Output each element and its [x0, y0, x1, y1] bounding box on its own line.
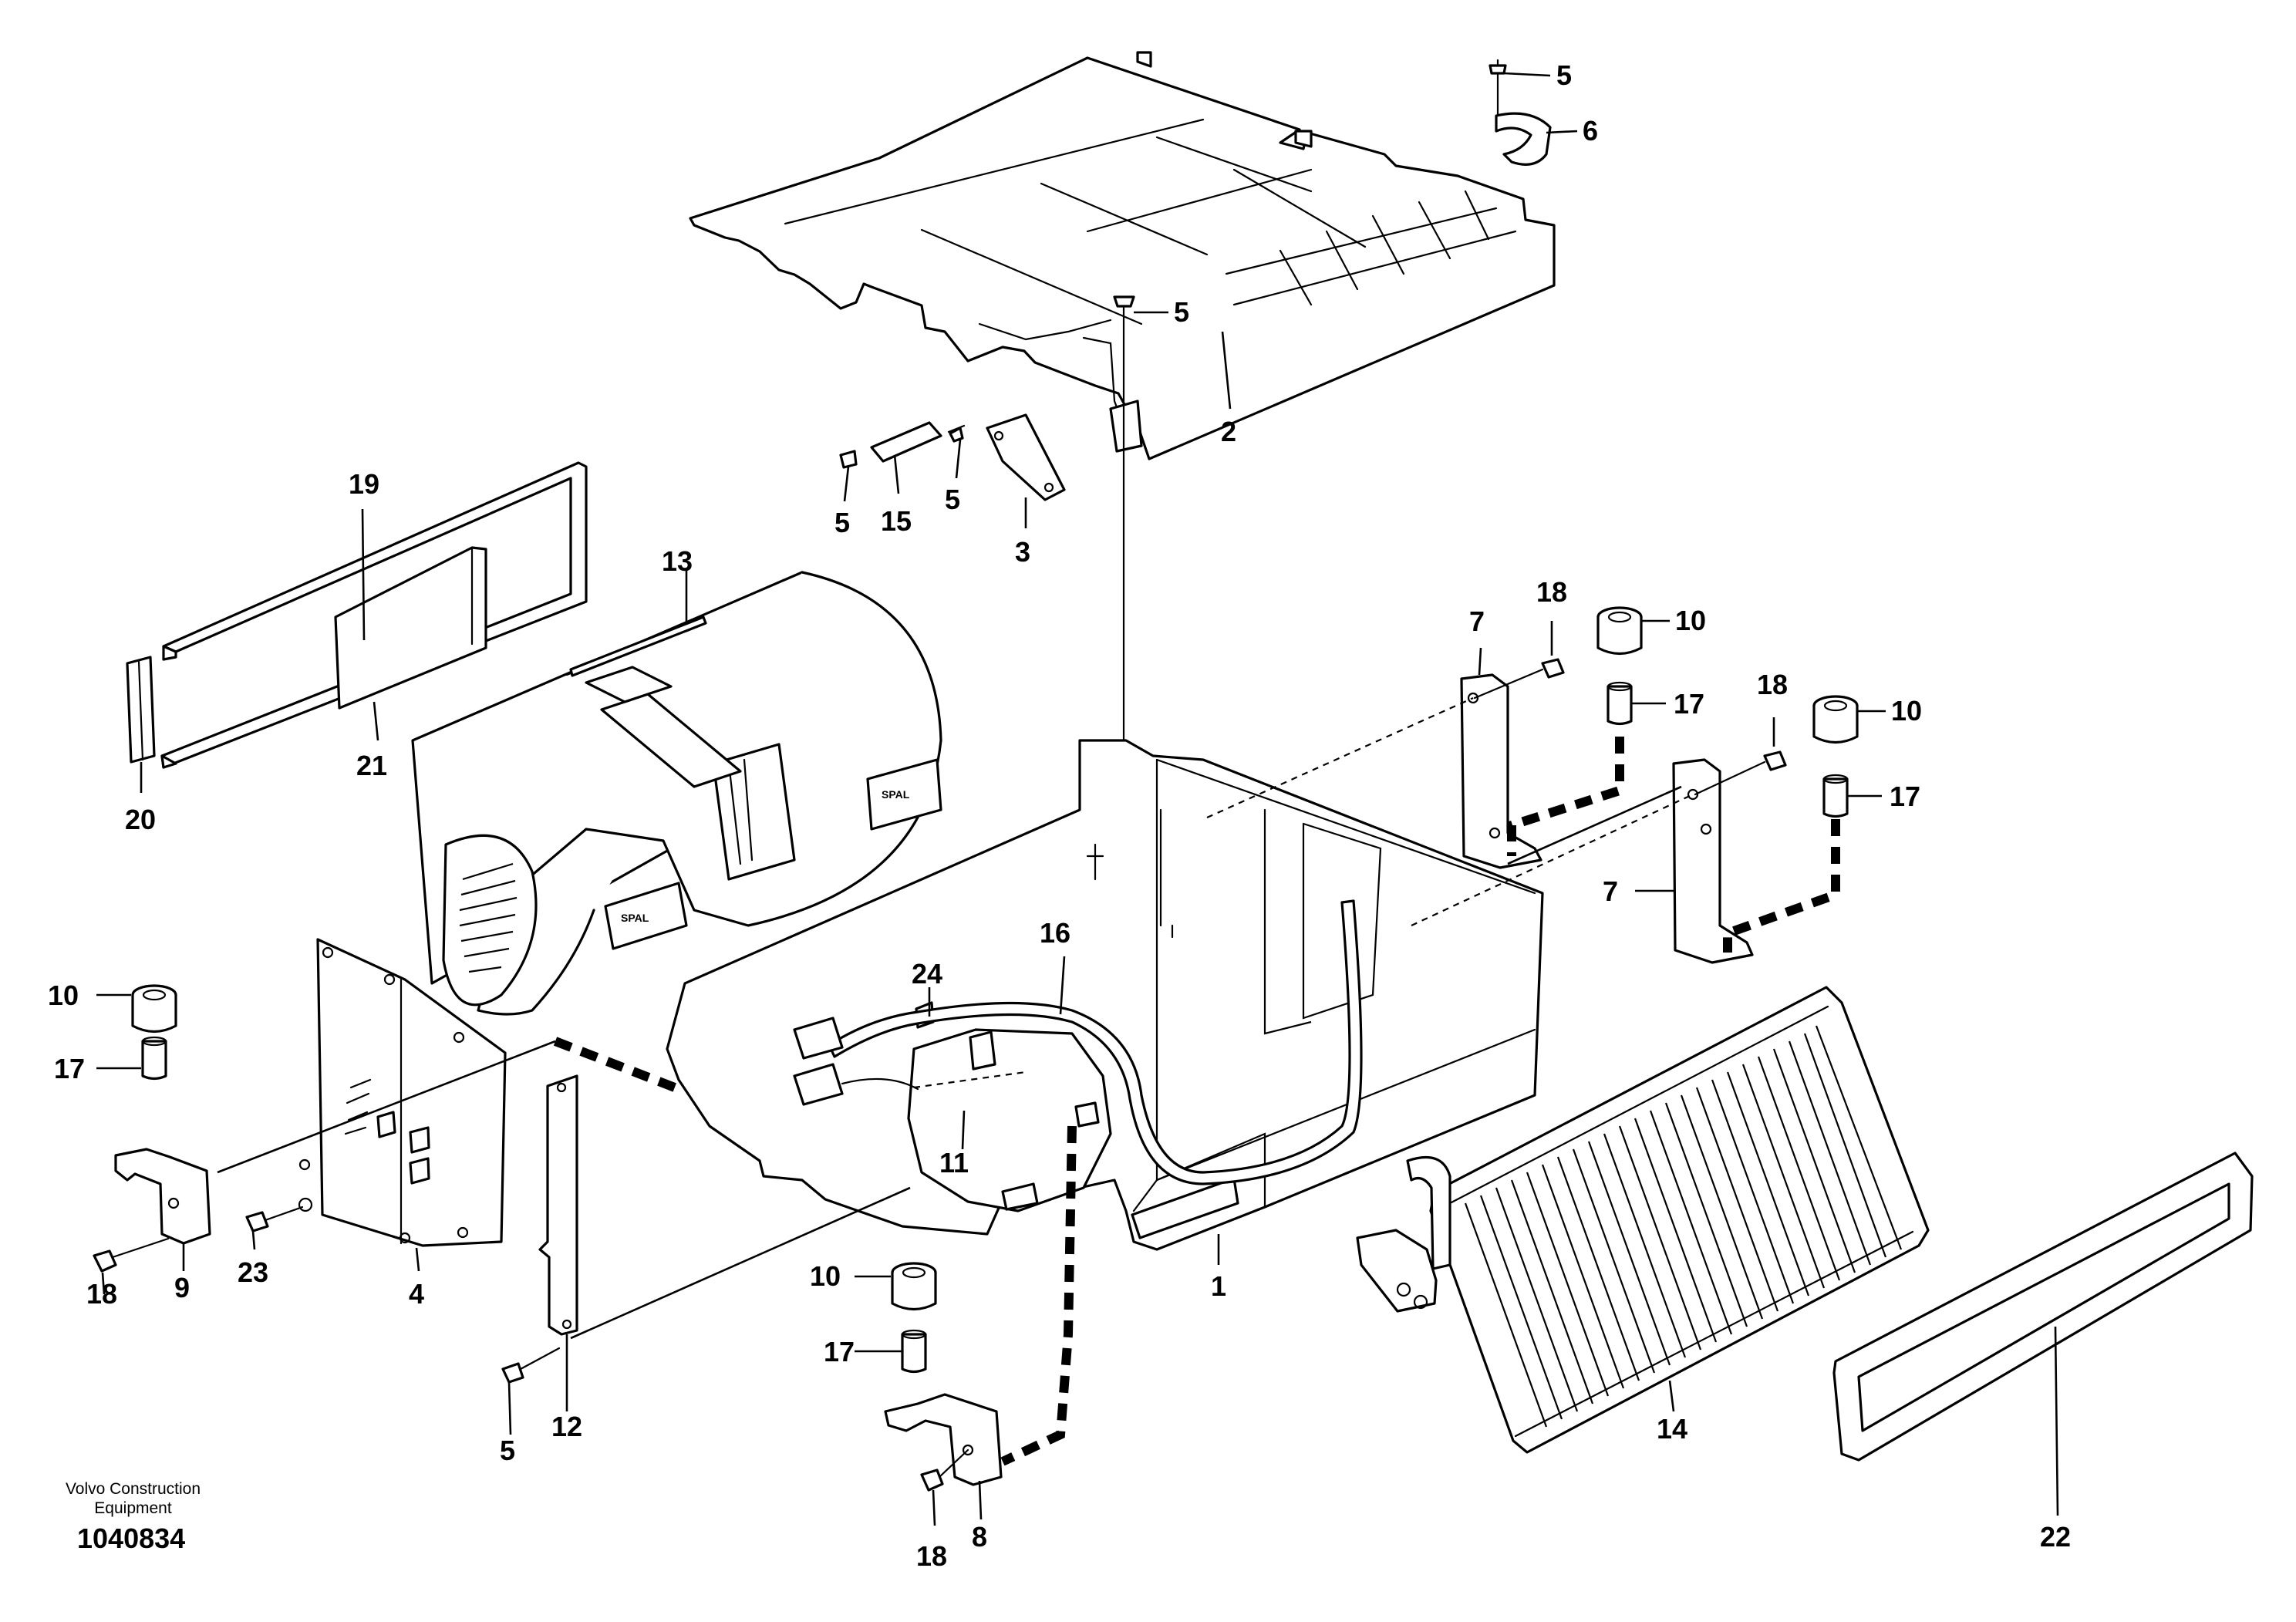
top-cover-plate [689, 51, 1556, 460]
callout-18-left: 18 [86, 1278, 117, 1310]
cover-plate-part-4 [298, 938, 507, 1247]
rubber-mount-10-d [1812, 695, 1859, 744]
spacer-17-d [1822, 774, 1849, 818]
callout-4: 4 [409, 1278, 424, 1310]
bracket-part-8 [884, 1393, 1003, 1486]
blower-fan-part-13: SPAL SPAL [411, 571, 942, 1016]
bracket-part-9 [114, 1148, 211, 1245]
callout-10-upper-right: 10 [1675, 605, 1706, 636]
callout-11: 11 [939, 1147, 969, 1179]
rubber-mount-10-a [131, 984, 177, 1034]
credit-line-1: Volvo Construction [65, 1480, 201, 1498]
callout-1: 1 [1211, 1270, 1226, 1302]
callout-18-upper-right: 18 [1536, 576, 1567, 608]
bracket-part-7-lower [1672, 758, 1754, 964]
callout-19: 19 [349, 468, 379, 500]
credit-line-2: Equipment [94, 1499, 172, 1517]
callout-17-upper-right: 17 [1674, 688, 1704, 720]
screw-5-bottom [501, 1347, 561, 1384]
callout-20: 20 [125, 804, 156, 835]
filter-element-part-21 [334, 546, 487, 710]
callout-21: 21 [356, 750, 387, 781]
callout-13: 13 [662, 545, 693, 577]
brand-label-left: SPAL [621, 912, 649, 924]
callout-6: 6 [1583, 115, 1598, 147]
callout-14: 14 [1657, 1413, 1687, 1445]
screw-18-right [1694, 750, 1787, 796]
callout-18-bottom: 18 [916, 1540, 947, 1572]
callout-16: 16 [1040, 917, 1070, 949]
diagram-reference-number: 1040834 [77, 1523, 186, 1554]
heater-core-part-14 [1356, 986, 1930, 1454]
spacer-17-a [141, 1036, 167, 1081]
callout-17-bottom: 17 [824, 1336, 855, 1367]
callout-5-center: 5 [1174, 296, 1189, 328]
callout-10-left: 10 [48, 980, 79, 1011]
callout-7-upper: 7 [1469, 605, 1485, 637]
manufacturer-credit: Volvo Construction Equipment [46, 1479, 220, 1518]
spacer-17-c [1607, 681, 1633, 726]
housing-part-1 [666, 739, 1544, 1251]
callout-10-bottom: 10 [810, 1260, 841, 1292]
callout-5-top-right: 5 [1556, 59, 1572, 91]
bracket-plate-part-3 [986, 413, 1066, 501]
callout-9: 9 [174, 1272, 190, 1303]
callout-5-bottom: 5 [500, 1435, 515, 1466]
callout-17-left: 17 [54, 1053, 85, 1084]
callout-23: 23 [238, 1256, 268, 1288]
callout-18-right: 18 [1757, 669, 1788, 700]
screw-18-left [93, 1237, 170, 1273]
callout-7-lower: 7 [1603, 875, 1618, 907]
side-plate-part-12 [538, 1074, 578, 1336]
bracket-part-7-upper [1460, 673, 1542, 869]
callout-5-left: 5 [834, 507, 850, 538]
rubber-mount-10-b [891, 1262, 937, 1311]
rubber-mount-10-c [1596, 606, 1643, 656]
callout-3: 3 [1015, 536, 1030, 568]
callout-17-right: 17 [1890, 781, 1920, 812]
callout-22: 22 [2040, 1521, 2071, 1553]
assembly-lines [217, 696, 1840, 1466]
brand-label-right: SPAL [882, 788, 910, 801]
callout-15: 15 [881, 505, 912, 537]
callout-24: 24 [912, 958, 942, 990]
callout-5-pin: 5 [945, 484, 960, 515]
seal-strip-part-20 [126, 656, 156, 764]
leader-lines [96, 72, 2059, 1526]
valve-part-11 [907, 1028, 1112, 1212]
pin-part-15 [839, 421, 966, 469]
screw-18-bottom [920, 1448, 969, 1492]
callout-12: 12 [551, 1411, 582, 1442]
spacer-17-b [901, 1329, 927, 1374]
callouts: 1 2 3 4 5 5 5 5 5 6 7 7 8 9 10 10 10 10 … [48, 59, 2071, 1572]
screw-23 [245, 1197, 313, 1233]
callout-8: 8 [972, 1521, 987, 1553]
callout-2: 2 [1221, 416, 1236, 447]
filter-frame-part-19 [160, 461, 588, 769]
screw-18-upper-right [1473, 658, 1565, 700]
hose-part-16 [793, 899, 1363, 1185]
callout-10-right: 10 [1891, 695, 1922, 727]
